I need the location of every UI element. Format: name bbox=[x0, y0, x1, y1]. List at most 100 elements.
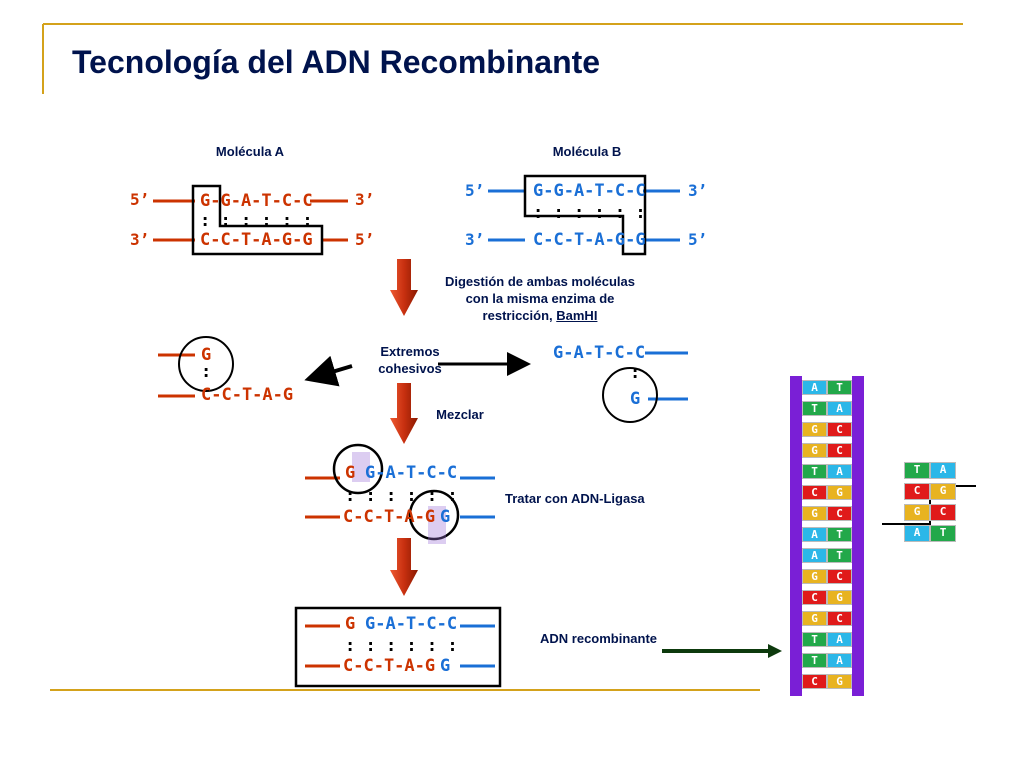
ladder-base: C bbox=[827, 506, 852, 521]
ladder-base: C bbox=[827, 422, 852, 437]
ladder-base: G bbox=[802, 569, 827, 584]
ladder-base: A bbox=[827, 653, 852, 668]
digestion-line-3-text: restricción, bbox=[482, 308, 557, 323]
final-strands bbox=[294, 606, 502, 688]
ligase-label: Tratar con ADN-Ligasa bbox=[505, 491, 645, 506]
fragment-right-bond: : bbox=[630, 363, 641, 383]
fragment-left-top: G bbox=[201, 345, 212, 365]
inset-base: C bbox=[904, 483, 930, 500]
fragment-left-bottom: C-C-T-A-G bbox=[201, 385, 294, 405]
ladder-base: T bbox=[802, 653, 827, 668]
ladder-base: G bbox=[802, 506, 827, 521]
fragment-right-top: G-A-T-C-C bbox=[553, 343, 646, 363]
molecule-b-top-3prime: 3’ bbox=[688, 181, 708, 200]
ladder-base: G bbox=[802, 422, 827, 437]
inset-base: A bbox=[930, 462, 956, 479]
recombinant-label: ADN recombinante bbox=[540, 631, 658, 646]
digestion-line-1: Digestión de ambas moléculas bbox=[444, 274, 635, 289]
mixed-top-left: G bbox=[345, 463, 356, 483]
ladder-base: T bbox=[802, 464, 827, 479]
molecule-a-label: Molécula A bbox=[215, 144, 285, 159]
ladder-base: T bbox=[827, 548, 852, 563]
ladder-base: A bbox=[802, 380, 827, 395]
ladder-base: A bbox=[827, 401, 852, 416]
fragment-left-bond: : bbox=[201, 362, 212, 382]
sticky-ends-label: Extremos cohesivos bbox=[360, 343, 460, 377]
molecule-b-top-sequence: G-G-A-T-C-C bbox=[533, 181, 646, 201]
ladder-base: C bbox=[827, 569, 852, 584]
molecule-b-top-5prime: 5’ bbox=[465, 181, 485, 200]
ladder-base: T bbox=[802, 401, 827, 416]
mix-label: Mezclar bbox=[436, 407, 484, 422]
ladder-base: C bbox=[802, 674, 827, 689]
molecule-a-strands bbox=[153, 184, 348, 256]
final-bonds: : : : : : : bbox=[345, 636, 458, 656]
molecule-b-label: Molécula B bbox=[552, 144, 622, 159]
ladder-base: G bbox=[827, 674, 852, 689]
molecule-b-bottom-3prime: 3’ bbox=[465, 230, 485, 249]
ladder-base: A bbox=[802, 548, 827, 563]
inset-base: T bbox=[904, 462, 930, 479]
sticky-ends-line-2: cohesivos bbox=[378, 361, 442, 376]
inset-base: T bbox=[930, 525, 956, 542]
enzyme-name: BamHI bbox=[556, 308, 598, 323]
process-arrows bbox=[390, 259, 418, 596]
final-top-right: G-A-T-C-C bbox=[365, 614, 458, 634]
page-title: Tecnología del ADN Recombinante bbox=[72, 44, 601, 80]
fragment-right-strands bbox=[602, 351, 688, 423]
mixed-strands bbox=[305, 443, 495, 544]
ladder-base: C bbox=[802, 485, 827, 500]
fragment-right-bottom: G bbox=[630, 389, 641, 409]
molecule-b-bottom-sequence: C-C-T-A-G-G bbox=[533, 230, 646, 250]
molecule-a-bonds: : : : : : : bbox=[200, 211, 313, 231]
inset-base: G bbox=[904, 504, 930, 521]
molecule-b-bottom-5prime: 5’ bbox=[688, 230, 708, 249]
molecule-a-top-5prime: 5’ bbox=[130, 190, 150, 209]
inset-base: C bbox=[930, 504, 956, 521]
mixed-bottom-left: C-C-T-A-G bbox=[343, 507, 436, 527]
ladder-base: C bbox=[827, 443, 852, 458]
ladder-base: G bbox=[827, 485, 852, 500]
mixed-bottom-right: G bbox=[440, 507, 451, 527]
ladder-base: T bbox=[827, 380, 852, 395]
final-bottom-right: G bbox=[440, 656, 451, 676]
mixed-bonds: : : : : : : bbox=[345, 486, 458, 506]
molecule-b-strands bbox=[488, 174, 680, 256]
ladder-base: A bbox=[827, 464, 852, 479]
molecule-a-bottom-5prime: 5’ bbox=[355, 230, 375, 249]
molecule-a-top-sequence: G-G-A-T-C-C bbox=[200, 191, 313, 211]
sticky-ends-line-1: Extremos bbox=[380, 344, 440, 359]
digestion-line-3: restricción, BamHI bbox=[420, 307, 660, 324]
ladder-base: A bbox=[802, 527, 827, 542]
molecule-a-bottom-sequence: C-C-T-A-G-G bbox=[200, 230, 313, 250]
ladder-base: G bbox=[802, 611, 827, 626]
ladder-base: G bbox=[802, 443, 827, 458]
digestion-description: Digestión de ambas moléculas con la mism… bbox=[420, 273, 660, 324]
mixed-top-right: G-A-T-C-C bbox=[365, 463, 458, 483]
molecule-b-bonds: : : : : : : bbox=[533, 203, 646, 223]
ladder-base: T bbox=[827, 527, 852, 542]
ladder-base: A bbox=[827, 632, 852, 647]
final-top-left: G bbox=[345, 614, 356, 634]
ladder-base: C bbox=[827, 611, 852, 626]
